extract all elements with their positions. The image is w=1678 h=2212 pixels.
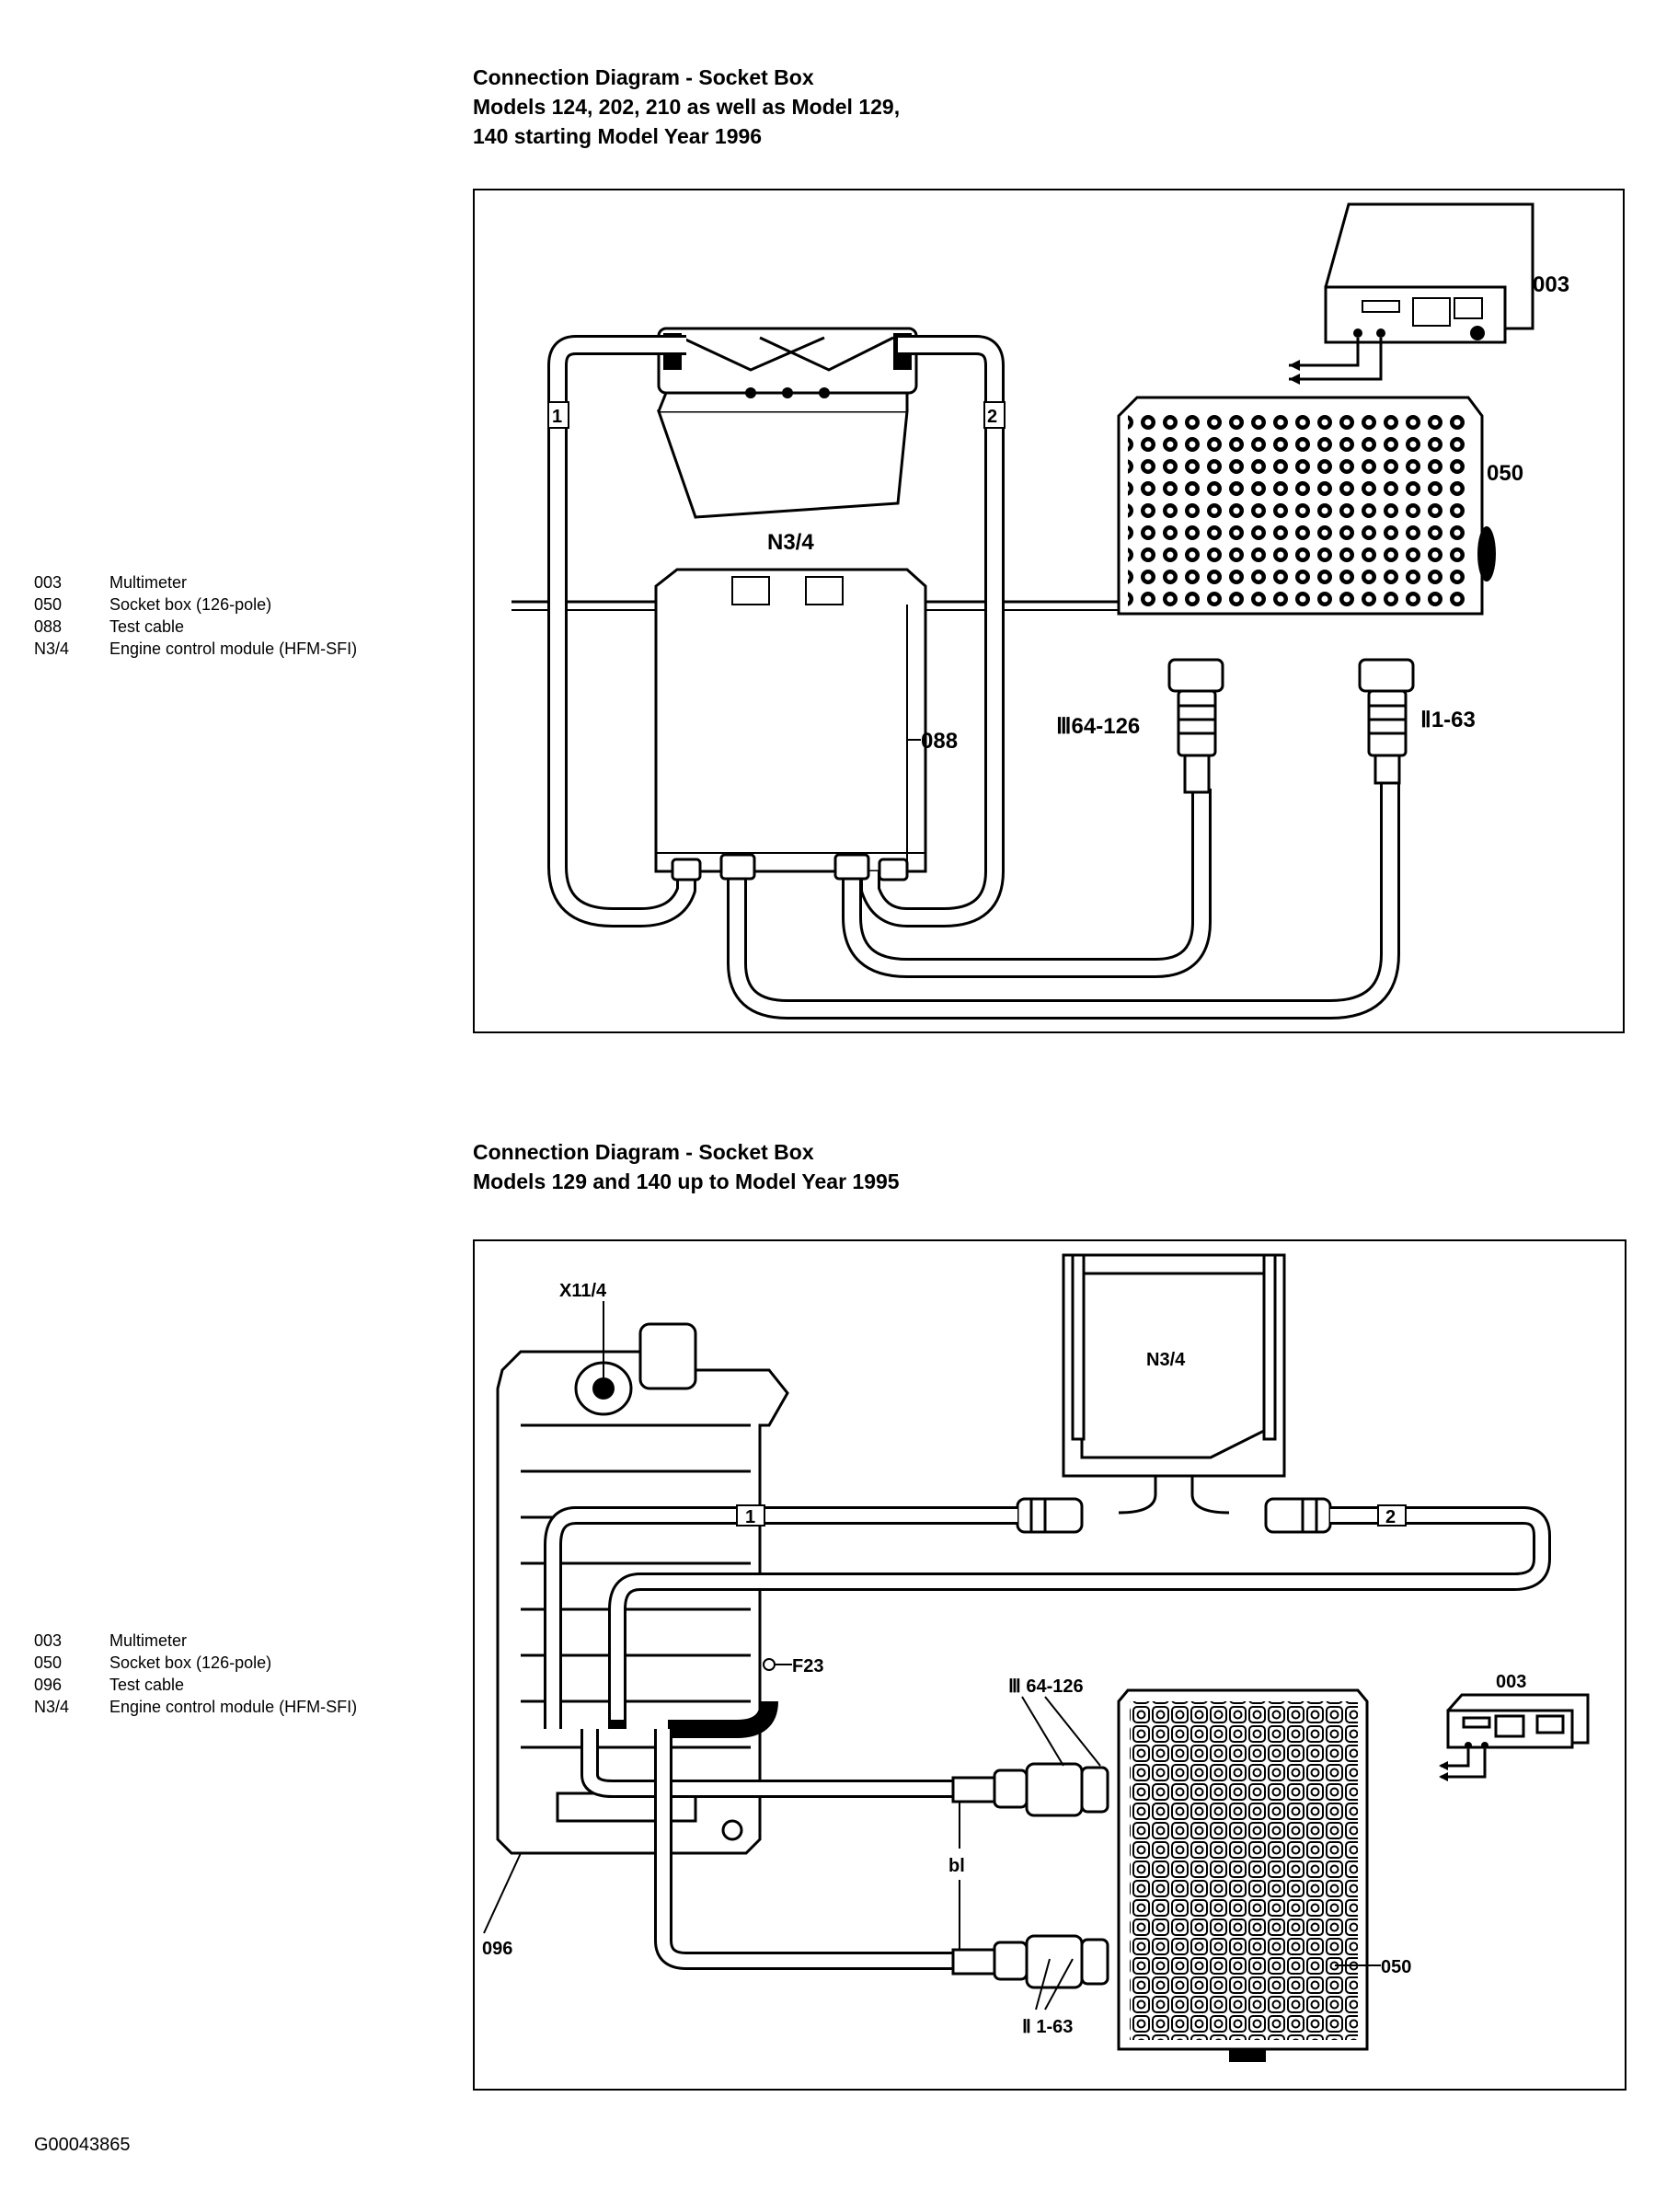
test-cable bbox=[544, 1506, 1551, 1738]
cable-tag-2-label: 2 bbox=[1385, 1507, 1396, 1527]
socket-box bbox=[1117, 396, 1496, 616]
legend-code: 003 bbox=[34, 573, 63, 592]
cable-tag-1 bbox=[547, 401, 569, 429]
cable-tag-1-label: 1 bbox=[552, 407, 562, 427]
ecm-label: N3/4 bbox=[767, 530, 814, 555]
ecm-connector-right bbox=[1264, 1497, 1332, 1534]
diagram2-frame: X11/4 F23 N3/4 bbox=[473, 1239, 1626, 2091]
x11-connector bbox=[592, 1377, 615, 1400]
figure-id: G00043865 bbox=[34, 2135, 131, 2155]
diagram1-title-line1: Connection Diagram - Socket Box bbox=[473, 65, 814, 89]
multimeter-label: 003 bbox=[1533, 272, 1569, 297]
legend-desc: Test cable bbox=[109, 1676, 185, 1694]
connector-2 bbox=[1358, 658, 1415, 785]
ecm-module bbox=[1062, 1253, 1286, 1515]
socket-box-label: 050 bbox=[1381, 1957, 1411, 1977]
connector-2-label: Ⅱ1-63 bbox=[1420, 708, 1476, 732]
legend-row: 003 Multimeter bbox=[34, 1630, 357, 1652]
socket-box bbox=[1117, 1688, 1369, 2062]
legend-row: 003 Multimeter bbox=[34, 571, 357, 593]
connector-3 bbox=[951, 1762, 1109, 1817]
lead-arrows bbox=[1289, 360, 1300, 385]
diagram1-legend: 003 Multimeter 050 Socket box (126-pole) 0… bbox=[34, 571, 357, 660]
diagram2-title-line1: Connection Diagram - Socket Box bbox=[473, 1140, 814, 1164]
socket-box-label: 050 bbox=[1487, 461, 1523, 486]
legend-row: 050 Socket box (126-pole) bbox=[34, 593, 357, 616]
connector-3-label: Ⅲ64-126 bbox=[1056, 714, 1140, 739]
diagram1-svg: N3/4 088 1 2 bbox=[511, 202, 1569, 1020]
legend-row: N3/4 Engine control module (HFM-SFI) bbox=[34, 638, 357, 660]
test-cable-leader bbox=[483, 1852, 522, 1934]
multimeter bbox=[1324, 202, 1534, 344]
connector-3-label: Ⅲ 64-126 bbox=[1008, 1676, 1084, 1697]
cable-tag-2 bbox=[1377, 1504, 1407, 1527]
diagram2-legend: 003 Multimeter 050 Socket box (126-pole) 0… bbox=[34, 1630, 357, 1718]
legend-code: 096 bbox=[34, 1676, 63, 1694]
legend-row: 088 Test cable bbox=[34, 616, 357, 638]
diagram1-title-line3: 140 starting Model Year 1996 bbox=[473, 124, 763, 148]
legend-row: 096 Test cable bbox=[34, 1674, 357, 1696]
diagram2-title: Connection Diagram - Socket Box Models 1… bbox=[473, 1137, 900, 1196]
diagram1-title: Connection Diagram - Socket Box Models 1… bbox=[473, 63, 900, 151]
legend-code: 003 bbox=[34, 1631, 63, 1650]
cable-tag-2 bbox=[983, 401, 1006, 429]
test-cable-label: 096 bbox=[482, 1939, 512, 1959]
cable-tag-2-label: 2 bbox=[987, 407, 997, 427]
legend-code: N3/4 bbox=[34, 1698, 70, 1716]
connector-3 bbox=[1167, 658, 1224, 794]
lead-arrows bbox=[1439, 1761, 1448, 1781]
legend-row: N3/4 Engine control module (HFM-SFI) bbox=[34, 1696, 357, 1718]
ecm-label: N3/4 bbox=[1146, 1350, 1186, 1370]
cable-glands bbox=[671, 853, 909, 881]
fuse-label: F23 bbox=[792, 1656, 823, 1676]
legend-code: N3/4 bbox=[34, 639, 70, 658]
diagram2-title-line2: Models 129 and 140 up to Model Year 1995 bbox=[473, 1169, 900, 1193]
connector-2 bbox=[951, 1934, 1109, 1989]
legend-code: 050 bbox=[34, 595, 63, 614]
multimeter bbox=[1446, 1693, 1590, 1749]
legend-desc: Test cable bbox=[109, 617, 185, 636]
multimeter-leads bbox=[1289, 338, 1383, 381]
legend-row: 050 Socket box (126-pole) bbox=[34, 1652, 357, 1674]
ecm-connector-left bbox=[1016, 1497, 1084, 1534]
fuse-marker bbox=[763, 1658, 776, 1671]
test-cable-adapter bbox=[654, 568, 927, 873]
multimeter-leads bbox=[1441, 1749, 1487, 1779]
diagram2-svg: X11/4 F23 N3/4 bbox=[482, 1253, 1590, 2062]
wire-color-label: bl bbox=[948, 1856, 965, 1876]
legend-desc: Socket box (126-pole) bbox=[109, 1653, 272, 1672]
cable-tag-1 bbox=[736, 1504, 765, 1527]
legend-code: 088 bbox=[34, 617, 63, 636]
legend-desc: Multimeter bbox=[109, 573, 188, 592]
diagram1-frame: N3/4 088 1 2 bbox=[473, 189, 1625, 1033]
cable-tag-1-label: 1 bbox=[745, 1507, 755, 1527]
diagram1-title-line2: Models 124, 202, 210 as well as Model 12… bbox=[473, 95, 901, 119]
connector-2-label: Ⅱ 1-63 bbox=[1022, 2017, 1073, 2037]
test-cable-label: 088 bbox=[921, 729, 958, 754]
legend-desc: Socket box (126-pole) bbox=[109, 595, 272, 614]
legend-code: 050 bbox=[34, 1653, 63, 1672]
legend-desc: Multimeter bbox=[109, 1631, 188, 1650]
legend-desc: Engine control module (HFM-SFI) bbox=[109, 1698, 358, 1716]
ecm-module bbox=[656, 327, 918, 519]
multimeter-label: 003 bbox=[1496, 1672, 1526, 1692]
x11-label: X11/4 bbox=[559, 1281, 607, 1301]
legend-desc: Engine control module (HFM-SFI) bbox=[109, 639, 358, 658]
